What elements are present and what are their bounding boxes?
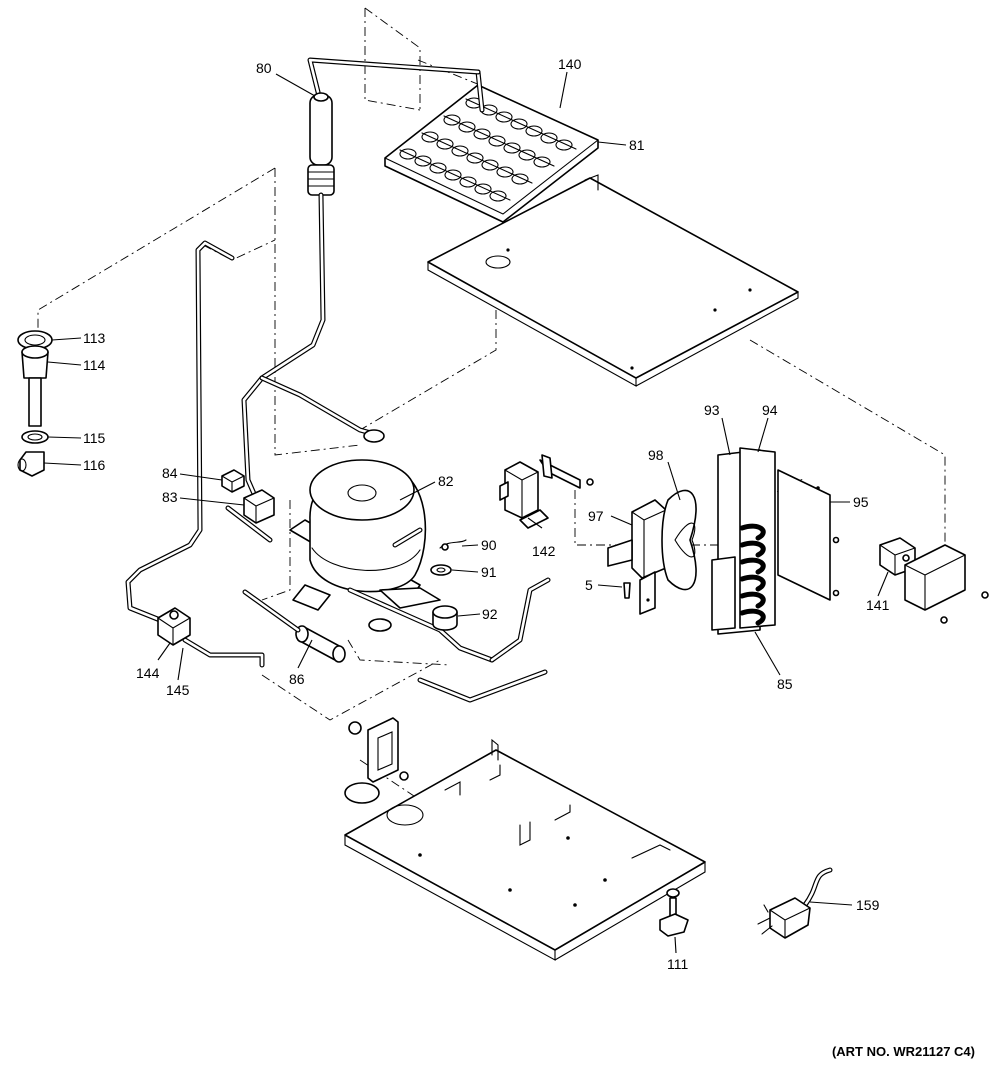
callout-83: 83 bbox=[162, 489, 178, 505]
coil-loop bbox=[510, 118, 528, 130]
callout-92: 92 bbox=[482, 606, 498, 622]
coil-loop bbox=[473, 128, 491, 140]
coil-loop bbox=[421, 131, 439, 143]
coil-tube bbox=[443, 115, 555, 167]
condenser-shroud[interactable] bbox=[711, 447, 776, 635]
condenser-return-bend bbox=[739, 574, 766, 592]
run-capacitor[interactable] bbox=[242, 589, 346, 663]
coil-tube bbox=[421, 132, 533, 184]
callout-115: 115 bbox=[83, 430, 106, 446]
mounting-washer[interactable] bbox=[430, 564, 452, 576]
overload-protector[interactable] bbox=[221, 469, 245, 493]
coil-loop bbox=[518, 149, 536, 161]
callout-labels: 80 140 81 113 114 115 116 84 83 82 90 91… bbox=[83, 56, 890, 972]
coil-loop bbox=[466, 152, 484, 164]
coil-loop bbox=[458, 121, 476, 133]
bypass-valve[interactable] bbox=[157, 607, 191, 646]
coil-loop bbox=[496, 166, 514, 178]
callout-144: 144 bbox=[136, 665, 160, 681]
callout-159: 159 bbox=[856, 897, 880, 913]
mounting-clip[interactable] bbox=[439, 539, 467, 551]
callout-90: 90 bbox=[481, 537, 497, 553]
callout-142: 142 bbox=[532, 543, 556, 559]
callout-145: 145 bbox=[166, 682, 190, 698]
drain-assembly[interactable] bbox=[17, 330, 53, 477]
suction-tubing[interactable] bbox=[125, 240, 265, 668]
coil-loop bbox=[533, 156, 551, 168]
coil-loop bbox=[540, 132, 558, 144]
coil-tube bbox=[465, 98, 577, 150]
callout-95: 95 bbox=[853, 494, 869, 510]
fan-blade[interactable] bbox=[661, 489, 697, 591]
start-relay[interactable] bbox=[243, 489, 275, 524]
callout-113: 113 bbox=[83, 330, 106, 346]
callout-93: 93 bbox=[704, 402, 720, 418]
art-number: (ART NO. WR21127 C4) bbox=[832, 1044, 975, 1059]
coil-loop bbox=[495, 111, 513, 123]
switch-bracket[interactable] bbox=[904, 544, 989, 624]
coil-loop bbox=[555, 139, 573, 151]
condenser-return-bend bbox=[739, 540, 766, 558]
coil-loop bbox=[525, 125, 543, 137]
coil-loop bbox=[444, 169, 462, 181]
callout-98: 98 bbox=[648, 447, 664, 463]
callout-141: 141 bbox=[866, 597, 890, 613]
condenser-return-bend bbox=[739, 523, 766, 541]
coil-loop bbox=[488, 135, 506, 147]
condenser-return-bend bbox=[739, 608, 766, 626]
condenser-coil[interactable] bbox=[384, 69, 599, 223]
callout-116: 116 bbox=[83, 457, 106, 473]
callout-81: 81 bbox=[629, 137, 645, 153]
callout-84: 84 bbox=[162, 465, 178, 481]
callout-82: 82 bbox=[438, 473, 454, 489]
coil-loop bbox=[399, 148, 417, 160]
top-cover-plate[interactable] bbox=[427, 174, 799, 387]
leader-lines bbox=[43, 71, 889, 954]
compressor-mount-plate[interactable] bbox=[344, 717, 409, 804]
coil-loop bbox=[474, 183, 492, 195]
coil-loop bbox=[436, 138, 454, 150]
filter-drier[interactable] bbox=[241, 57, 481, 515]
leveling-leg[interactable] bbox=[659, 888, 689, 937]
compressor[interactable] bbox=[289, 459, 495, 663]
callout-5: 5 bbox=[585, 577, 593, 593]
power-cord[interactable] bbox=[757, 867, 833, 939]
callout-86: 86 bbox=[289, 671, 305, 687]
coil-loop bbox=[489, 190, 507, 202]
callout-111: 111 bbox=[667, 956, 688, 972]
callout-94: 94 bbox=[762, 402, 778, 418]
callout-80: 80 bbox=[256, 60, 272, 76]
condenser-return-bend bbox=[739, 557, 766, 575]
water-valve[interactable] bbox=[499, 454, 594, 529]
discharge-tubing[interactable] bbox=[417, 577, 551, 703]
callout-114: 114 bbox=[83, 357, 106, 373]
fan-motor[interactable] bbox=[607, 499, 667, 615]
coil-loop bbox=[511, 173, 529, 185]
coil-loop bbox=[443, 114, 461, 126]
fan-screw[interactable] bbox=[623, 582, 631, 599]
condenser-return-bend bbox=[739, 591, 766, 609]
coil-loop bbox=[481, 159, 499, 171]
coil-loop bbox=[429, 162, 447, 174]
callout-85: 85 bbox=[777, 676, 793, 692]
callout-140: 140 bbox=[558, 56, 582, 72]
callout-91: 91 bbox=[481, 564, 497, 580]
coil-loop bbox=[451, 145, 469, 157]
callout-97: 97 bbox=[588, 508, 604, 524]
coil-tube bbox=[399, 149, 511, 201]
coil-loop bbox=[503, 142, 521, 154]
coil-loop bbox=[459, 176, 477, 188]
base-pan[interactable] bbox=[344, 738, 706, 961]
condenser-bracket[interactable] bbox=[777, 469, 840, 601]
coil-loop bbox=[414, 155, 432, 167]
mounting-grommet[interactable] bbox=[368, 605, 458, 632]
